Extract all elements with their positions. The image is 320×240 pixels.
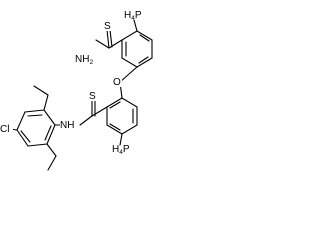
ring-substituent-bonds	[9, 85, 63, 171]
upper-thioamide-group	[95, 29, 123, 49]
lower-sulfur-label: S	[89, 91, 96, 102]
ether-oxygen-label: O	[113, 77, 121, 88]
upper-benzene-ring	[121, 30, 153, 68]
lower-ph4-label: H4P	[112, 144, 130, 156]
chlorine-label: Cl	[0, 124, 9, 135]
chemical-structure-diagram: H4P S NH2 O S NH Cl H4P	[0, 10, 153, 171]
upper-nh2-label: NH2	[75, 54, 93, 66]
lower-ph4-bond	[119, 133, 123, 146]
ether-bridge	[119, 66, 138, 99]
chloro-dimethoxyphenyl-ring	[16, 109, 56, 147]
upper-ph4-bond	[133, 19, 138, 32]
upper-ph4-label: H4P	[124, 10, 142, 22]
upper-sulfur-label: S	[104, 21, 111, 32]
atom-labels: H4P S NH2 O S NH Cl H4P	[0, 10, 142, 156]
lower-thioamide-group	[79, 99, 108, 126]
lower-benzene-ring	[106, 97, 138, 135]
amide-nh-label: NH	[60, 120, 74, 131]
